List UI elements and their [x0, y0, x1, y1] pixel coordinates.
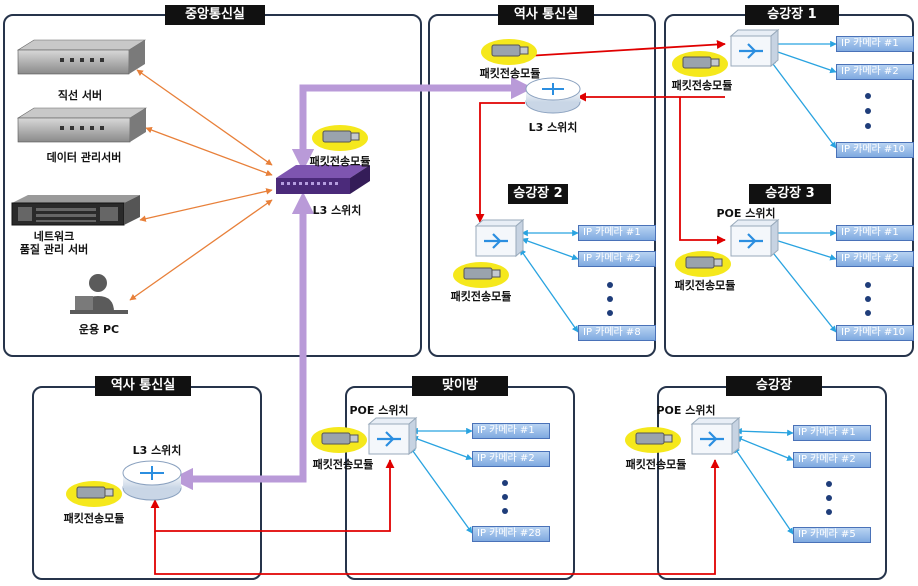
net-quality-server-label-1: 네트워크 [33, 230, 75, 243]
ops-pc-icon [70, 274, 128, 314]
net-quality-server-label-2: 품질 관리 서버 [19, 243, 89, 256]
p2-module-label: 패킷전송모듈 [450, 290, 512, 303]
ops-pc-label: 운용 PC [78, 323, 120, 336]
ellipsis-dot [865, 282, 871, 288]
network-quality-server-icon [11, 195, 140, 226]
ellipsis-dot [865, 310, 871, 316]
panel-title-platform: 승강장 [726, 376, 822, 396]
ellipsis-dot [865, 123, 871, 129]
panel-title-waiting-room: 맞이방 [412, 376, 508, 396]
camera-p3-1: IP 카메라 #1 [836, 225, 914, 241]
poe-switch-icon-p1 [729, 28, 780, 68]
module-icon-pl [625, 427, 681, 453]
camera-p2-2: IP 카메라 #2 [578, 251, 656, 267]
red-links [150, 39, 726, 575]
ellipsis-dot [865, 296, 871, 302]
ellipsis-dot [607, 282, 613, 288]
module-icon-central [312, 125, 368, 151]
station-bottom-l3-switch-icon [122, 460, 182, 501]
central-l3-switch-icon [276, 165, 370, 194]
panel-title-central: 중앙통신실 [165, 5, 265, 25]
wr-module-label: 패킷전송모듈 [312, 458, 374, 471]
ellipsis-dot [826, 495, 832, 501]
pl-module-label: 패킷전송모듈 [625, 458, 687, 471]
ellipsis-dot [607, 296, 613, 302]
data-server-label: 데이터 관리서버 [46, 151, 122, 164]
camera-p1-10: IP 카메라 #10 [836, 142, 914, 158]
panel-title-station-comm-bottom: 역사 통신실 [95, 376, 191, 396]
camera-p1-1: IP 카메라 #1 [836, 36, 914, 52]
p3-poe-label: POE 스위치 [716, 207, 776, 220]
p1-module-label: 패킷전송모듈 [671, 79, 733, 92]
module-icon-p1 [672, 51, 728, 77]
panel-title-station-comm-top: 역사 통신실 [498, 5, 594, 25]
poe-switch-icon-wr [367, 416, 418, 456]
central-l3-label: L3 스위치 [312, 204, 362, 217]
camera-pl-5: IP 카메라 #5 [793, 527, 871, 543]
station-bottom-l3-label: L3 스위치 [132, 444, 182, 457]
module-icon-p2 [453, 262, 509, 288]
panel-title-platform3: 승강장 3 [749, 184, 831, 204]
camera-p3-10: IP 카메라 #10 [836, 325, 914, 341]
direct-server-label: 직선 서버 [57, 89, 103, 102]
ellipsis-dot [502, 480, 508, 486]
module-icon-wr [311, 427, 367, 453]
direct-server-icon [16, 39, 147, 75]
ellipsis-dot [826, 481, 832, 487]
module-icon-station-top [481, 39, 537, 65]
blue-links [409, 40, 837, 535]
module-icon-p3 [675, 251, 731, 277]
ellipsis-dot [502, 494, 508, 500]
camera-wr-28: IP 카메라 #28 [472, 526, 550, 542]
p3-module-label: 패킷전송모듈 [674, 279, 736, 292]
ellipsis-dot [607, 310, 613, 316]
station-top-l3-switch-icon [525, 77, 581, 114]
camera-p2-1: IP 카메라 #1 [578, 225, 656, 241]
camera-pl-1: IP 카메라 #1 [793, 425, 871, 441]
camera-p1-2: IP 카메라 #2 [836, 64, 914, 80]
station-bottom-module-label: 패킷전송모듈 [63, 512, 125, 525]
ellipsis-dot [502, 508, 508, 514]
camera-pl-2: IP 카메라 #2 [793, 452, 871, 468]
camera-p2-8: IP 카메라 #8 [578, 325, 656, 341]
orange-links [129, 69, 273, 301]
panel-title-platform2: 승강장 2 [508, 184, 568, 204]
central-module-label: 패킷전송모듈 [309, 155, 371, 168]
camera-wr-2: IP 카메라 #2 [472, 451, 550, 467]
station-top-l3-label: L3 스위치 [528, 121, 578, 134]
station-top-module-label: 패킷전송모듈 [479, 67, 541, 80]
poe-switch-icon-p3 [729, 218, 780, 258]
poe-switch-icon-p2 [474, 218, 525, 258]
module-icon-station-bottom [66, 481, 122, 507]
pl-poe-label: POE 스위치 [656, 404, 716, 417]
wr-poe-label: POE 스위치 [349, 404, 409, 417]
ellipsis-dot [826, 509, 832, 515]
camera-wr-1: IP 카메라 #1 [472, 423, 550, 439]
panel-title-platform1: 승강장 1 [745, 5, 839, 25]
data-server-icon [16, 107, 148, 143]
camera-p3-2: IP 카메라 #2 [836, 251, 914, 267]
ellipsis-dot [865, 93, 871, 99]
ellipsis-dot [865, 108, 871, 114]
poe-switch-icon-pl [690, 416, 741, 456]
